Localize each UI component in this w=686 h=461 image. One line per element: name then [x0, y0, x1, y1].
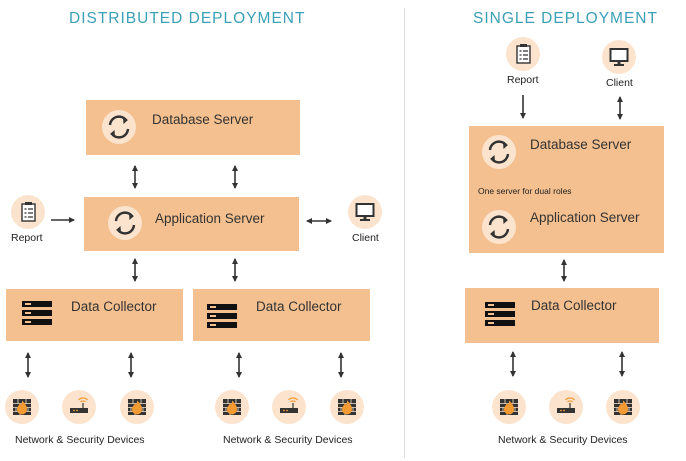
sync-icon — [482, 210, 516, 244]
single-data-collector-label: Data Collector — [531, 298, 617, 313]
application-server-label: Application Server — [155, 211, 265, 226]
dual-roles-note: One server for dual roles — [478, 186, 572, 196]
single-deployment-heading: SINGLE DEPLOYMENT — [473, 10, 658, 27]
single-client-label: Client — [606, 77, 633, 89]
sync-icon — [482, 135, 516, 169]
single-application-server-label: Application Server — [530, 210, 640, 225]
sync-icon — [108, 206, 142, 240]
report-label: Report — [11, 232, 43, 244]
client-label: Client — [352, 232, 379, 244]
single-report-label: Report — [507, 74, 539, 86]
section-divider — [404, 8, 405, 458]
database-server-label: Database Server — [152, 112, 254, 127]
single-devices-label: Network & Security Devices — [498, 434, 628, 446]
distributed-deployment-heading: DISTRIBUTED DEPLOYMENT — [69, 10, 306, 27]
devices-label-2: Network & Security Devices — [223, 434, 353, 446]
data-collector-label-2: Data Collector — [256, 299, 342, 314]
sync-icon — [102, 110, 136, 144]
data-collector-label-1: Data Collector — [71, 299, 157, 314]
single-database-server-label: Database Server — [530, 137, 632, 152]
devices-label-1: Network & Security Devices — [15, 434, 145, 446]
